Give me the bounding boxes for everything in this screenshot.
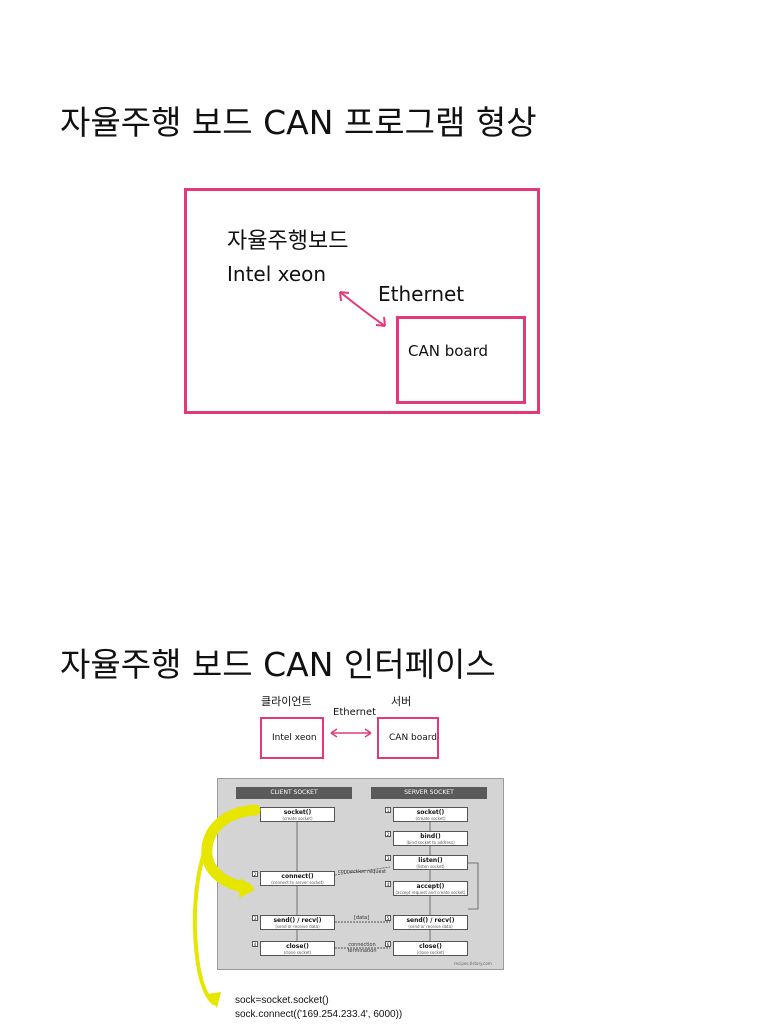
server-box [377, 717, 439, 759]
source-note: recipes.tistory.com [454, 961, 492, 966]
ethernet-link-arrow [339, 291, 386, 327]
server-step-num: 5 [385, 915, 391, 921]
client-step-num: 2 [252, 871, 258, 877]
client-label: 클라이언트 [261, 695, 312, 708]
data-note: [data] [354, 915, 370, 921]
termination-note: connection termination [347, 942, 377, 954]
client-close-step: close() (close socket) [260, 941, 335, 956]
yellow-highlight-arrows [192, 804, 261, 1008]
client-step-num: 3 [252, 915, 258, 921]
code-line-socket: sock=socket.socket() [235, 995, 329, 1006]
cpu-label: Intel xeon [227, 262, 327, 286]
server-sendrecv-step: send() / recv() (send or receive data) [393, 915, 468, 930]
server-step-num: 1 [385, 807, 391, 813]
board-label: 자율주행보드 [227, 229, 349, 254]
server-label: 서버 [391, 695, 412, 708]
client-step-num: 4 [252, 941, 258, 947]
client-sendrecv-step: send() / recv() (send or receive data) [260, 915, 335, 930]
client-connect-step: connect() (connect to server socket) [260, 871, 335, 886]
socket-flow-lines [296, 822, 479, 949]
board-outline [184, 188, 540, 414]
server-accept-step: accept() (accept request and create sock… [393, 881, 468, 896]
connection-request-note: connection request [338, 869, 387, 875]
server-step-num: 6 [385, 941, 391, 947]
socket-flow-diagram: CLIENT SOCKET SERVER SOCKET 1 socket() (… [217, 778, 504, 970]
code-line-connect: sock.connect(('169.254.233.4', 6000)) [235, 1009, 403, 1020]
client-socket-step: socket() (create socket) [260, 807, 335, 822]
server-listen-step: listen() (listen socket) [393, 855, 468, 870]
ethernet-label: Ethernet [378, 282, 465, 306]
client-box [260, 717, 324, 759]
server-step-num: 4 [385, 881, 391, 887]
server-socket-header: SERVER SOCKET [371, 787, 487, 799]
server-box-label: CAN board [389, 733, 438, 743]
can-board-box [396, 316, 526, 404]
server-step-num: 2 [385, 831, 391, 837]
section1-title: 자율주행 보드 CAN 프로그램 형상 [60, 103, 537, 142]
client-server-arrow [330, 728, 372, 738]
client-box-label: Intel xeon [272, 733, 317, 743]
server-socket-step: socket() (create socket) [393, 807, 468, 822]
section2-title: 자율주행 보드 CAN 인터페이스 [60, 645, 496, 684]
server-step-num: 3 [385, 855, 391, 861]
server-close-step: close() (close socket) [393, 941, 468, 956]
server-bind-step: bind() (bind socket to address) [393, 831, 468, 846]
ethernet-label-small: Ethernet [333, 707, 377, 718]
can-board-label: CAN board [408, 342, 489, 360]
client-socket-header: CLIENT SOCKET [236, 787, 352, 799]
